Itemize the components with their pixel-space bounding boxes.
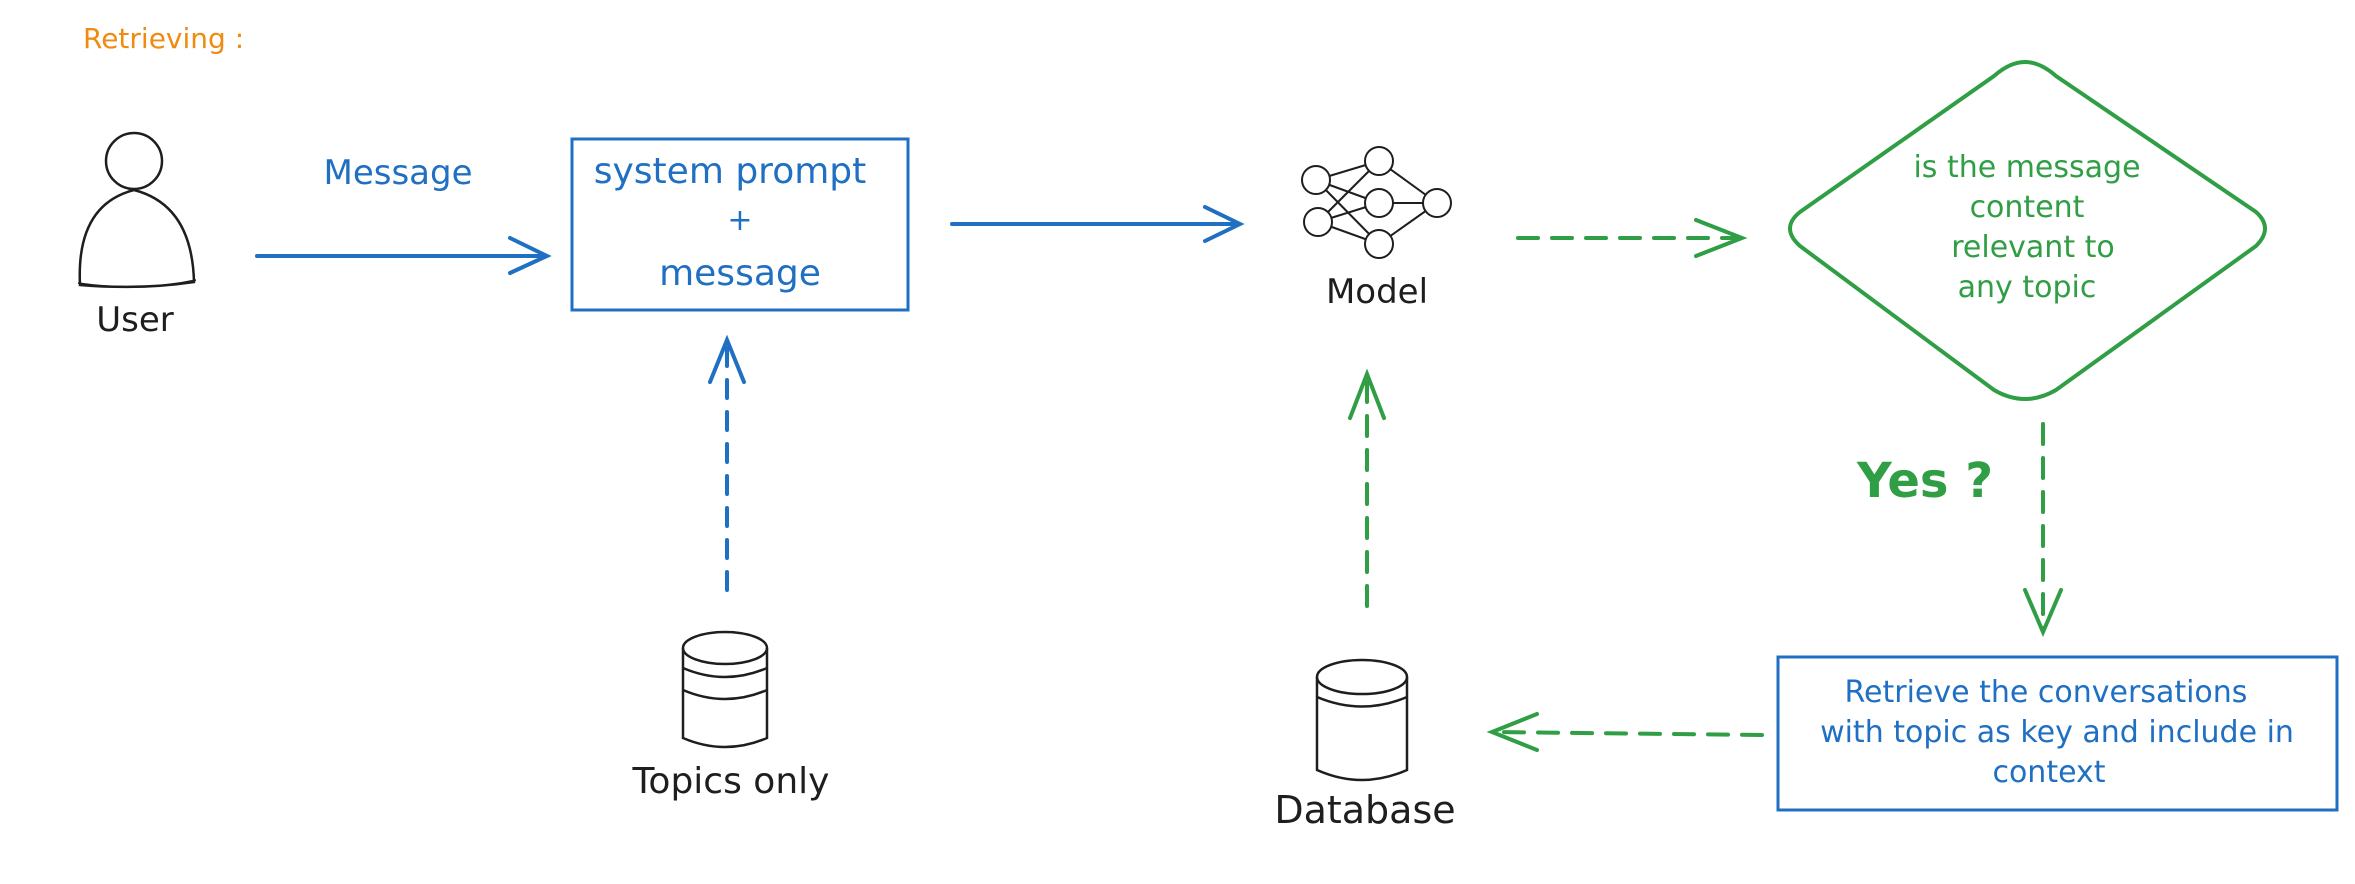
model-label: Model <box>1326 272 1428 312</box>
decision-diamond <box>1788 59 2267 401</box>
decision-line4: any topic <box>1958 270 2097 305</box>
prompt-box-line1: system prompt <box>594 151 867 192</box>
decision-line2: content <box>1970 190 2085 225</box>
retrieve-box-line1: Retrieve the conversations <box>1845 675 2248 710</box>
decision-line3: relevant to <box>1951 230 2115 265</box>
prompt-box-line3: message <box>659 253 821 294</box>
user-label: User <box>96 300 174 340</box>
topics-to-prompt-arrow <box>708 334 746 592</box>
yes-edge-label: Yes ? <box>1856 453 1993 509</box>
prompt-box <box>570 137 910 312</box>
retrieve-box-line3: context <box>1992 755 2105 790</box>
database-icon <box>1315 658 1409 782</box>
prompt-box-line2: + <box>727 203 752 238</box>
retrieve-box <box>1776 655 2339 812</box>
decision-to-retrieve-arrow <box>2023 422 2063 638</box>
model-to-decision-arrow <box>1516 218 1748 258</box>
topics-db-label: Topics only <box>632 761 830 802</box>
prompt-to-model-arrow <box>950 205 1245 243</box>
topics-db-icon <box>681 630 769 749</box>
database-to-model-arrow <box>1348 368 1386 608</box>
decision-line1: is the message <box>1913 150 2140 185</box>
message-edge-label: Message <box>323 153 472 193</box>
section-heading: Retrieving : <box>83 22 244 55</box>
retrieve-to-database-arrow <box>1486 712 1764 752</box>
neural-network-icon <box>1301 146 1452 259</box>
database-label: Database <box>1274 788 1455 832</box>
retrieve-box-line2: with topic as key and include in <box>1820 715 2294 750</box>
user-to-prompt-arrow <box>255 236 552 275</box>
user-icon <box>77 131 197 289</box>
